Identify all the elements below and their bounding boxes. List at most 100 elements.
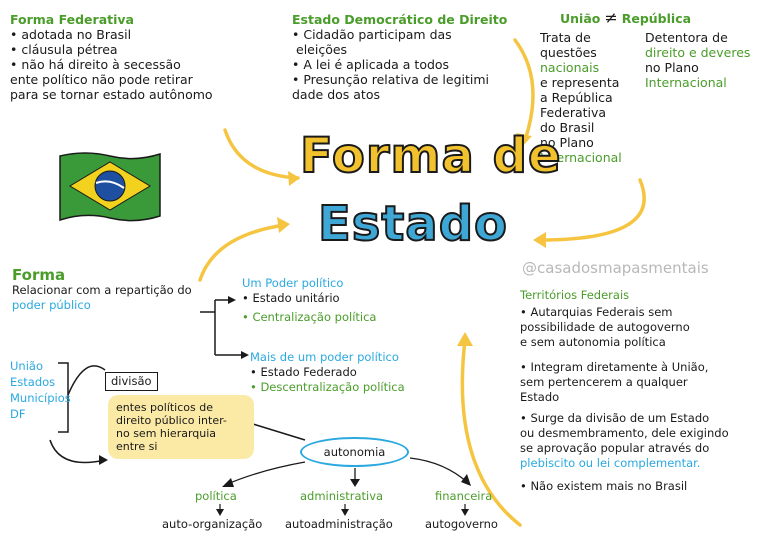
republica-title: República	[621, 11, 692, 26]
text-line: possibilidade de autogoverno	[520, 320, 690, 334]
text-line: Internacional	[540, 150, 622, 165]
arrow-federativa-to-title	[223, 128, 300, 180]
text-line: Detentora de	[645, 30, 728, 45]
text-line: sem pertencerem a qualquer	[520, 375, 688, 389]
estado-democratico-title: Estado Democrático de Direito	[292, 12, 508, 27]
arrow-forma-to-title	[198, 223, 287, 282]
forma-title: Forma	[12, 266, 66, 284]
branch-financeira	[409, 457, 469, 484]
arrow-territorios-to-title	[538, 178, 646, 242]
text-line: Autarquias Federais sem	[520, 305, 760, 320]
text-line: se aprovação popular através do	[520, 441, 710, 455]
um-poder-section: Um Poder político Estado unitário Centra…	[242, 276, 442, 325]
autonomia-oval: autonomia	[300, 437, 409, 467]
list-item: Centralização política	[242, 310, 442, 325]
text-line: ou desmembramento, dele exigindo	[520, 426, 729, 440]
forma-desc-2: poder público	[12, 298, 91, 312]
list-item: Presunção relativa de legitimi	[292, 72, 522, 87]
forma-federativa-title: Forma Federativa	[10, 12, 134, 27]
text-line: Integram diretamente à União,	[520, 360, 760, 375]
arrow-entes-to-box	[49, 439, 106, 464]
entes-list: União Estados Municípios DF	[10, 358, 71, 422]
arrow-entes-to-divisao	[67, 365, 106, 396]
text-line: Estado	[520, 390, 560, 404]
text-line: Surge da divisão de um Estado	[520, 411, 760, 426]
arrowhead-bottom	[457, 332, 473, 346]
text-line: plebiscito ou lei complementar.	[520, 456, 701, 470]
text-line: e representa	[540, 75, 620, 90]
brazil-flag-icon	[59, 152, 161, 222]
text-line: direito e deveres	[645, 45, 751, 60]
estado-democratico-section: Estado Democrático de Direito Cidadão pa…	[292, 12, 522, 102]
arrowhead-forma	[277, 217, 290, 233]
republica-description: Detentora de direito e deveres no Plano …	[645, 30, 765, 90]
arrowhead-democratico	[516, 133, 532, 147]
uniao-republica-header: União ≠ República	[560, 8, 765, 27]
mais-poder-section: Mais de um poder político Estado Federad…	[250, 350, 450, 395]
list-item: Estado Federado	[250, 365, 450, 380]
list-item: DF	[10, 407, 26, 421]
main-title-line1: Forma de	[299, 128, 562, 184]
forma-section: Forma Relacionar com a repartição do pod…	[12, 268, 222, 313]
autonomia-politica: política	[195, 489, 237, 503]
uniao-description: Trata de questões nacionais e representa…	[540, 30, 640, 165]
list-item: dade dos atos	[292, 87, 380, 102]
territorios-title: Territórios Federais	[520, 288, 630, 302]
arrow-democratico-to-title	[513, 38, 535, 142]
arrowhead-federativa	[288, 171, 300, 186]
autonomia-administrativa: administrativa	[300, 489, 384, 503]
list-item: União	[10, 359, 43, 373]
not-equal-symbol: ≠	[604, 8, 618, 27]
text-line: Não existem mais no Brasil	[520, 479, 760, 494]
result-autoadministracao: autoadministração	[285, 517, 393, 531]
um-poder-title: Um Poder político	[242, 276, 344, 290]
list-item: A lei é aplicada a todos	[292, 57, 522, 72]
arrowhead-territorios	[533, 232, 546, 248]
text-line: Trata de	[540, 30, 591, 45]
forma-desc: Relacionar com a repartição do	[12, 283, 192, 297]
mais-poder-title: Mais de um poder político	[250, 350, 399, 364]
arrow-bottom-to-territorios	[460, 338, 522, 527]
divisao-label: divisão	[105, 372, 158, 391]
result-auto-organizacao: auto-organização	[162, 517, 263, 531]
forma-federativa-section: Forma Federativa adotada no Brasil cláus…	[10, 12, 280, 102]
text-line: Internacional	[645, 75, 727, 90]
list-item: não há direito à secessão	[10, 57, 280, 72]
branch-politica	[224, 461, 306, 486]
text-line: no Plano	[645, 60, 699, 75]
text-line: no Plano	[540, 135, 594, 150]
text-line: e sem autonomia política	[520, 335, 666, 349]
text-line: entre si	[116, 440, 158, 453]
list-item: cláusula pétrea	[10, 42, 280, 57]
bracket-entes	[58, 362, 69, 433]
list-item: Cidadão participam das	[292, 27, 522, 42]
territorios-item-3: Surge da divisão de um Estado ou desmemb…	[520, 411, 760, 471]
text-line: Federativa	[540, 105, 607, 120]
list-item: Municípios	[10, 391, 71, 405]
list-item-continuation: para se tornar estado autônomo	[10, 87, 213, 102]
list-item: Descentralização política	[250, 380, 450, 395]
territorios-item-2: Integram diretamente à União, sem perten…	[520, 360, 760, 405]
territorios-section: Territórios Federais Autarquias Federais…	[520, 288, 760, 494]
text-line: no sem hierarquia	[116, 427, 217, 440]
text-line: a República	[540, 90, 613, 105]
territorios-item-1: Autarquias Federais sem possibilidade de…	[520, 305, 760, 350]
result-autogoverno: autogoverno	[425, 517, 498, 531]
list-item-continuation: ente político não pode retirar	[10, 72, 193, 87]
bracket-forma	[200, 299, 245, 356]
entes-box: entes políticos de direito público inter…	[108, 395, 254, 459]
text-line: do Brasil	[540, 120, 595, 135]
list-item: adotada no Brasil	[10, 27, 280, 42]
autonomia-financeira: financeira	[435, 489, 493, 503]
uniao-title: União	[560, 11, 601, 26]
list-item: Estados	[10, 375, 56, 389]
text-line: nacionais	[540, 60, 600, 75]
list-item: Estado unitário	[242, 291, 442, 306]
list-item: eleições	[296, 42, 348, 57]
text-line: questões	[540, 45, 597, 60]
territorios-item-4: Não existem mais no Brasil	[520, 479, 760, 494]
text-line: entes políticos de	[116, 401, 213, 414]
watermark: @casadosmapasmentais	[522, 259, 709, 277]
main-title-line2: Estado	[317, 196, 509, 252]
text-line: direito público inter-	[116, 414, 227, 427]
